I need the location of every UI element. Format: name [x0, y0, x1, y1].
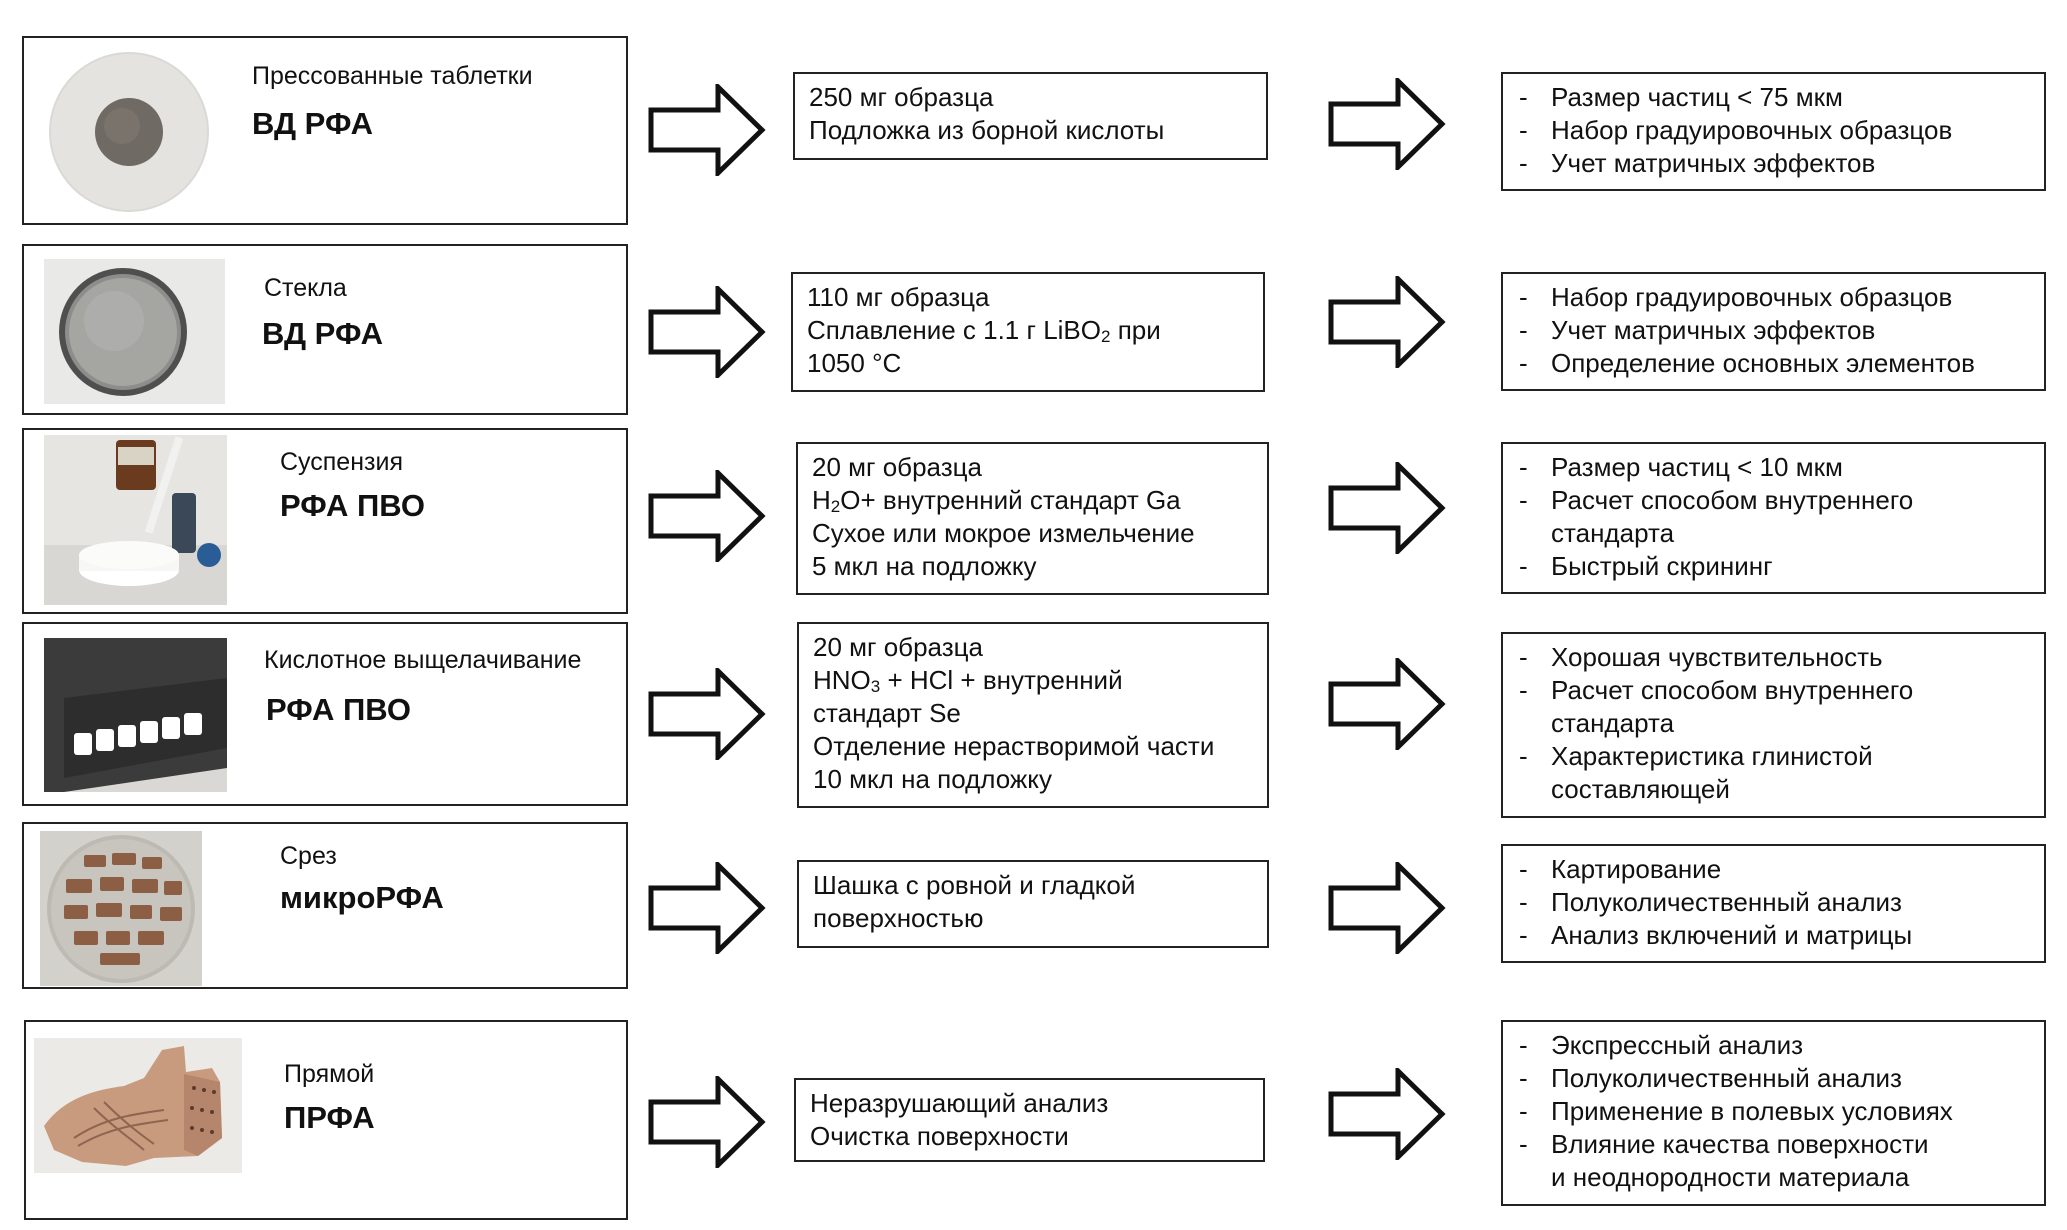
feature-item: Расчет способом внутреннего	[1517, 674, 2030, 707]
method-name: Прямой	[284, 1060, 375, 1088]
prep-line: 1050 °C	[807, 348, 902, 378]
feature-item-continuation: и неоднородности материала	[1551, 1162, 1910, 1192]
ceramic-fragment-photo	[34, 1038, 242, 1173]
acid-leaching-vials-photo	[44, 638, 227, 792]
technique-label: РФА ПВО	[266, 692, 411, 727]
prep-line: Неразрушающий анализ	[810, 1088, 1109, 1118]
features-box: Размер частиц < 10 мкм Расчет способом в…	[1501, 442, 2046, 594]
preparation-box: 20 мг образца HNO3 + HCl + внутренний ст…	[797, 622, 1269, 808]
features-box: Набор градуировочных образцов Учет матри…	[1501, 272, 2046, 391]
method-name: Суспензия	[280, 448, 403, 476]
method-box-suspension: Суспензия РФА ПВО	[22, 428, 628, 614]
preparation-box: 250 мг образца Подложка из борной кислот…	[793, 72, 1268, 160]
technique-label: РФА ПВО	[280, 488, 425, 523]
right-arrow-outline-icon	[1328, 276, 1446, 368]
pressed-pellet-photo	[44, 48, 214, 216]
features-box: Экспрессный анализ Полуколичественный ан…	[1501, 1020, 2046, 1206]
feature-item: Набор градуировочных образцов	[1517, 114, 2030, 147]
right-arrow-outline-icon	[648, 286, 766, 378]
feature-item: Анализ включений и матрицы	[1517, 919, 2030, 952]
prep-line: 250 мг образца	[809, 82, 994, 112]
technique-label: ПРФА	[284, 1100, 375, 1135]
feature-item: Набор градуировочных образцов	[1517, 281, 2030, 314]
feature-item-continuation: стандарта	[1551, 518, 1675, 548]
prep-line: HNO3 + HCl + внутренний	[813, 665, 1123, 696]
prep-line: 10 мкл на подложку	[813, 764, 1052, 794]
prep-line: Шашка с ровной и гладкой	[813, 870, 1136, 900]
prep-line: Очистка поверхности	[810, 1121, 1069, 1151]
feature-item-continuation: составляющей	[1551, 774, 1730, 804]
right-arrow-outline-icon	[1328, 462, 1446, 554]
feature-item: Полуколичественный анализ	[1517, 886, 2030, 919]
prep-line: 5 мкл на подложку	[812, 551, 1037, 581]
feature-item: Определение основных элементов	[1517, 347, 2030, 380]
prep-line: 20 мг образца	[812, 452, 982, 482]
prep-line: Отделение нерастворимой части	[813, 731, 1215, 761]
preparation-box: 110 мг образца Сплавление с 1.1 г LiBO2 …	[791, 272, 1265, 392]
feature-item: Применение в полевых условиях	[1517, 1095, 2030, 1128]
right-arrow-outline-icon	[648, 470, 766, 562]
feature-item: Полуколичественный анализ	[1517, 1062, 2030, 1095]
features-box: Картирование Полуколичественный анализ А…	[1501, 844, 2046, 963]
technique-label: ВД РФА	[252, 106, 374, 141]
preparation-box: 20 мг образца H2O+ внутренний стандарт G…	[796, 442, 1269, 595]
prep-line: 110 мг образца	[807, 282, 990, 312]
right-arrow-outline-icon	[1328, 1068, 1446, 1160]
feature-item: Размер частиц < 75 мкм	[1517, 81, 2030, 114]
preparation-box: Шашка с ровной и гладкой поверхностью	[797, 860, 1269, 948]
feature-item: Расчет способом внутреннего	[1517, 484, 2030, 517]
method-box-pressed-pellets: Прессованные таблетки ВД РФА	[22, 36, 628, 225]
glass-bead-photo	[44, 259, 225, 404]
prep-line: Сухое или мокрое измельчение	[812, 518, 1195, 548]
prep-line: Подложка из борной кислоты	[809, 115, 1165, 145]
feature-item: Быстрый скрининг	[1517, 550, 2030, 583]
feature-item: Учет матричных эффектов	[1517, 147, 2030, 180]
method-box-acid-leaching: Кислотное выщелачивание РФА ПВО	[22, 622, 628, 806]
feature-item: Картирование	[1517, 853, 2030, 886]
prep-line: поверхностью	[813, 903, 984, 933]
method-box-glass-beads: Стекла ВД РФА	[22, 244, 628, 415]
features-box: Размер частиц < 75 мкм Набор градуировоч…	[1501, 72, 2046, 191]
right-arrow-outline-icon	[648, 84, 766, 176]
right-arrow-outline-icon	[648, 1076, 766, 1168]
right-arrow-outline-icon	[1328, 78, 1446, 170]
prep-line: стандарт Se	[813, 698, 961, 728]
right-arrow-outline-icon	[648, 862, 766, 954]
feature-item: Экспрессный анализ	[1517, 1029, 2030, 1062]
feature-item: Хорошая чувствительность	[1517, 641, 2030, 674]
prep-line: Сплавление с 1.1 г LiBO2 при	[807, 315, 1161, 346]
method-name: Кислотное выщелачивание	[264, 646, 582, 674]
technique-label: ВД РФА	[262, 316, 384, 351]
method-name: Срез	[280, 842, 337, 870]
right-arrow-outline-icon	[1328, 862, 1446, 954]
preparation-box: Неразрушающий анализ Очистка поверхности	[794, 1078, 1265, 1162]
right-arrow-outline-icon	[1328, 658, 1446, 750]
prep-line: H2O+ внутренний стандарт Ga	[812, 485, 1181, 516]
feature-item: Характеристика глинистой	[1517, 740, 2030, 773]
feature-item: Размер частиц < 10 мкм	[1517, 451, 2030, 484]
suspension-pipette-photo	[44, 435, 227, 605]
feature-item: Учет матричных эффектов	[1517, 314, 2030, 347]
method-name: Прессованные таблетки	[252, 62, 533, 90]
right-arrow-outline-icon	[648, 668, 766, 760]
section-mount-photo	[40, 831, 202, 986]
feature-item-continuation: стандарта	[1551, 708, 1675, 738]
method-box-direct: Прямой ПРФА	[24, 1020, 628, 1220]
features-box: Хорошая чувствительность Расчет способом…	[1501, 632, 2046, 818]
prep-line: 20 мг образца	[813, 632, 983, 662]
method-box-section: Срез микроРФА	[22, 822, 628, 989]
feature-item: Влияние качества поверхности	[1517, 1128, 2030, 1161]
technique-label: микроРФА	[280, 880, 444, 915]
method-name: Стекла	[264, 274, 347, 302]
